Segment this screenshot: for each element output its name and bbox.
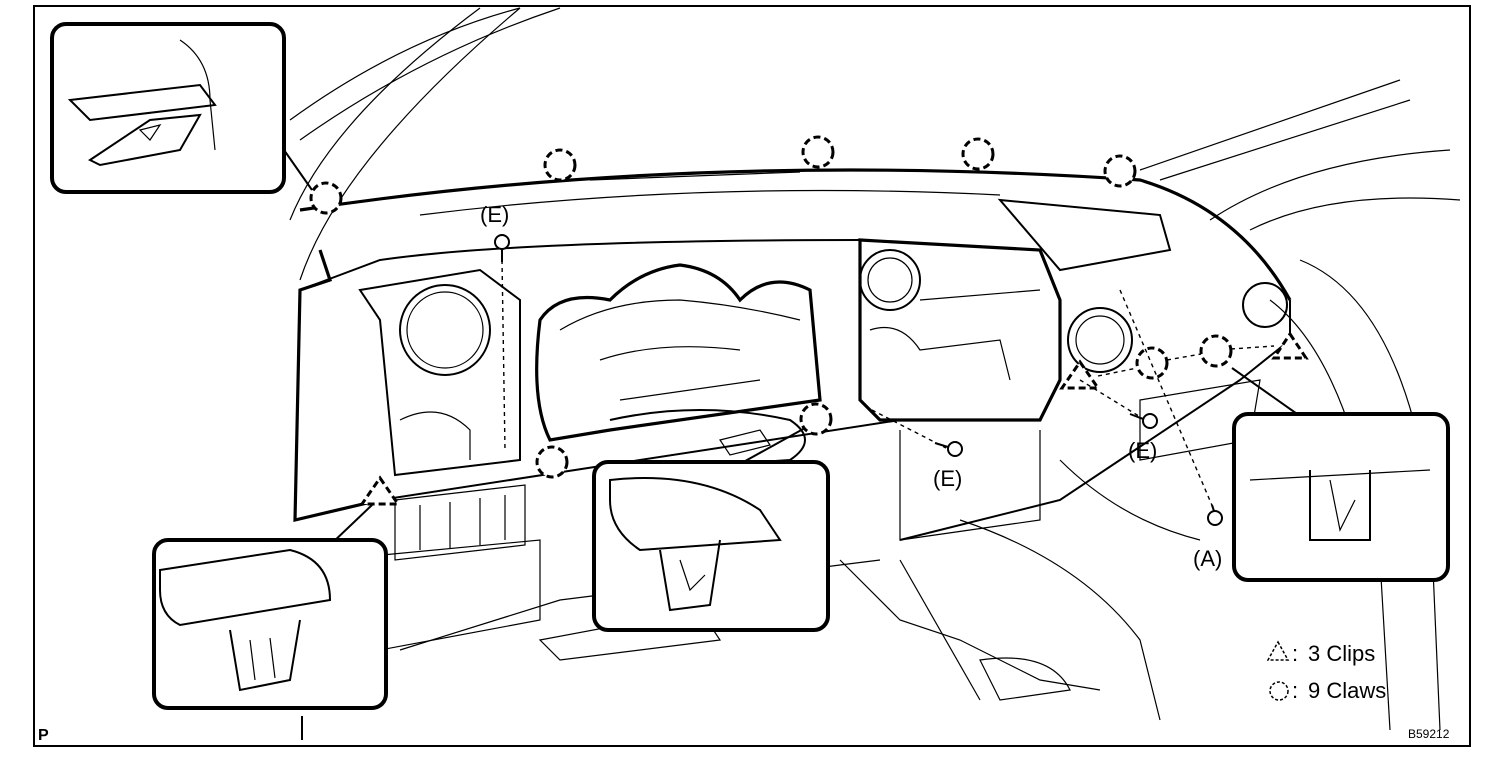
left-vent-assembly — [358, 268, 526, 561]
legend: : 3 Clips : 9 Claws — [1266, 640, 1386, 703]
legend-claw-icon — [1269, 681, 1289, 701]
svg-text::: : — [1292, 678, 1298, 703]
claw-2 — [543, 148, 577, 182]
center-cluster — [858, 238, 1062, 541]
inset-right-claw-detail — [1231, 367, 1450, 582]
guide-lines — [501, 259, 1275, 511]
claw-3 — [801, 135, 835, 169]
screw-e-top — [494, 234, 510, 262]
clip-markers — [359, 331, 1309, 506]
steering-column — [609, 409, 806, 471]
inset-top-left-claw-detail — [50, 22, 313, 194]
clip-1 — [359, 475, 401, 506]
inset-center-claw-detail — [592, 427, 830, 632]
claw-markers — [309, 135, 1233, 479]
figure-code: B59212 — [1408, 727, 1450, 741]
clip-2 — [1059, 359, 1101, 390]
bolt-a — [1207, 504, 1223, 526]
screw-e-right — [1129, 413, 1158, 429]
label-a-bolt: (A) — [1193, 546, 1222, 571]
right-vent-assembly — [997, 198, 1288, 541]
label-e-top: (E) — [480, 202, 509, 227]
screw-e-center — [934, 441, 963, 457]
dashboard-top-edge — [299, 168, 1292, 301]
svg-text::: : — [1292, 641, 1298, 666]
claw-9 — [1199, 334, 1233, 368]
claw-7 — [799, 402, 833, 436]
claw-1 — [309, 181, 343, 215]
dashboard-left-end — [293, 249, 381, 523]
claw-4 — [961, 137, 995, 171]
claw-6 — [535, 445, 569, 479]
legend-clip-icon — [1266, 640, 1290, 661]
claw-8 — [1135, 346, 1169, 380]
claw-5 — [1103, 154, 1137, 188]
label-e-center: (E) — [933, 466, 962, 491]
diagram-frame — [33, 5, 1471, 747]
inset-bottom-left-clip-detail — [152, 504, 388, 710]
clip-3 — [1271, 331, 1309, 360]
legend-claws-text: 9 Claws — [1308, 678, 1386, 703]
corner-mark: P — [38, 727, 49, 744]
legend-clips-text: 3 Clips — [1308, 641, 1375, 666]
label-e-right: (E) — [1128, 438, 1157, 463]
meter-hood — [535, 263, 822, 442]
